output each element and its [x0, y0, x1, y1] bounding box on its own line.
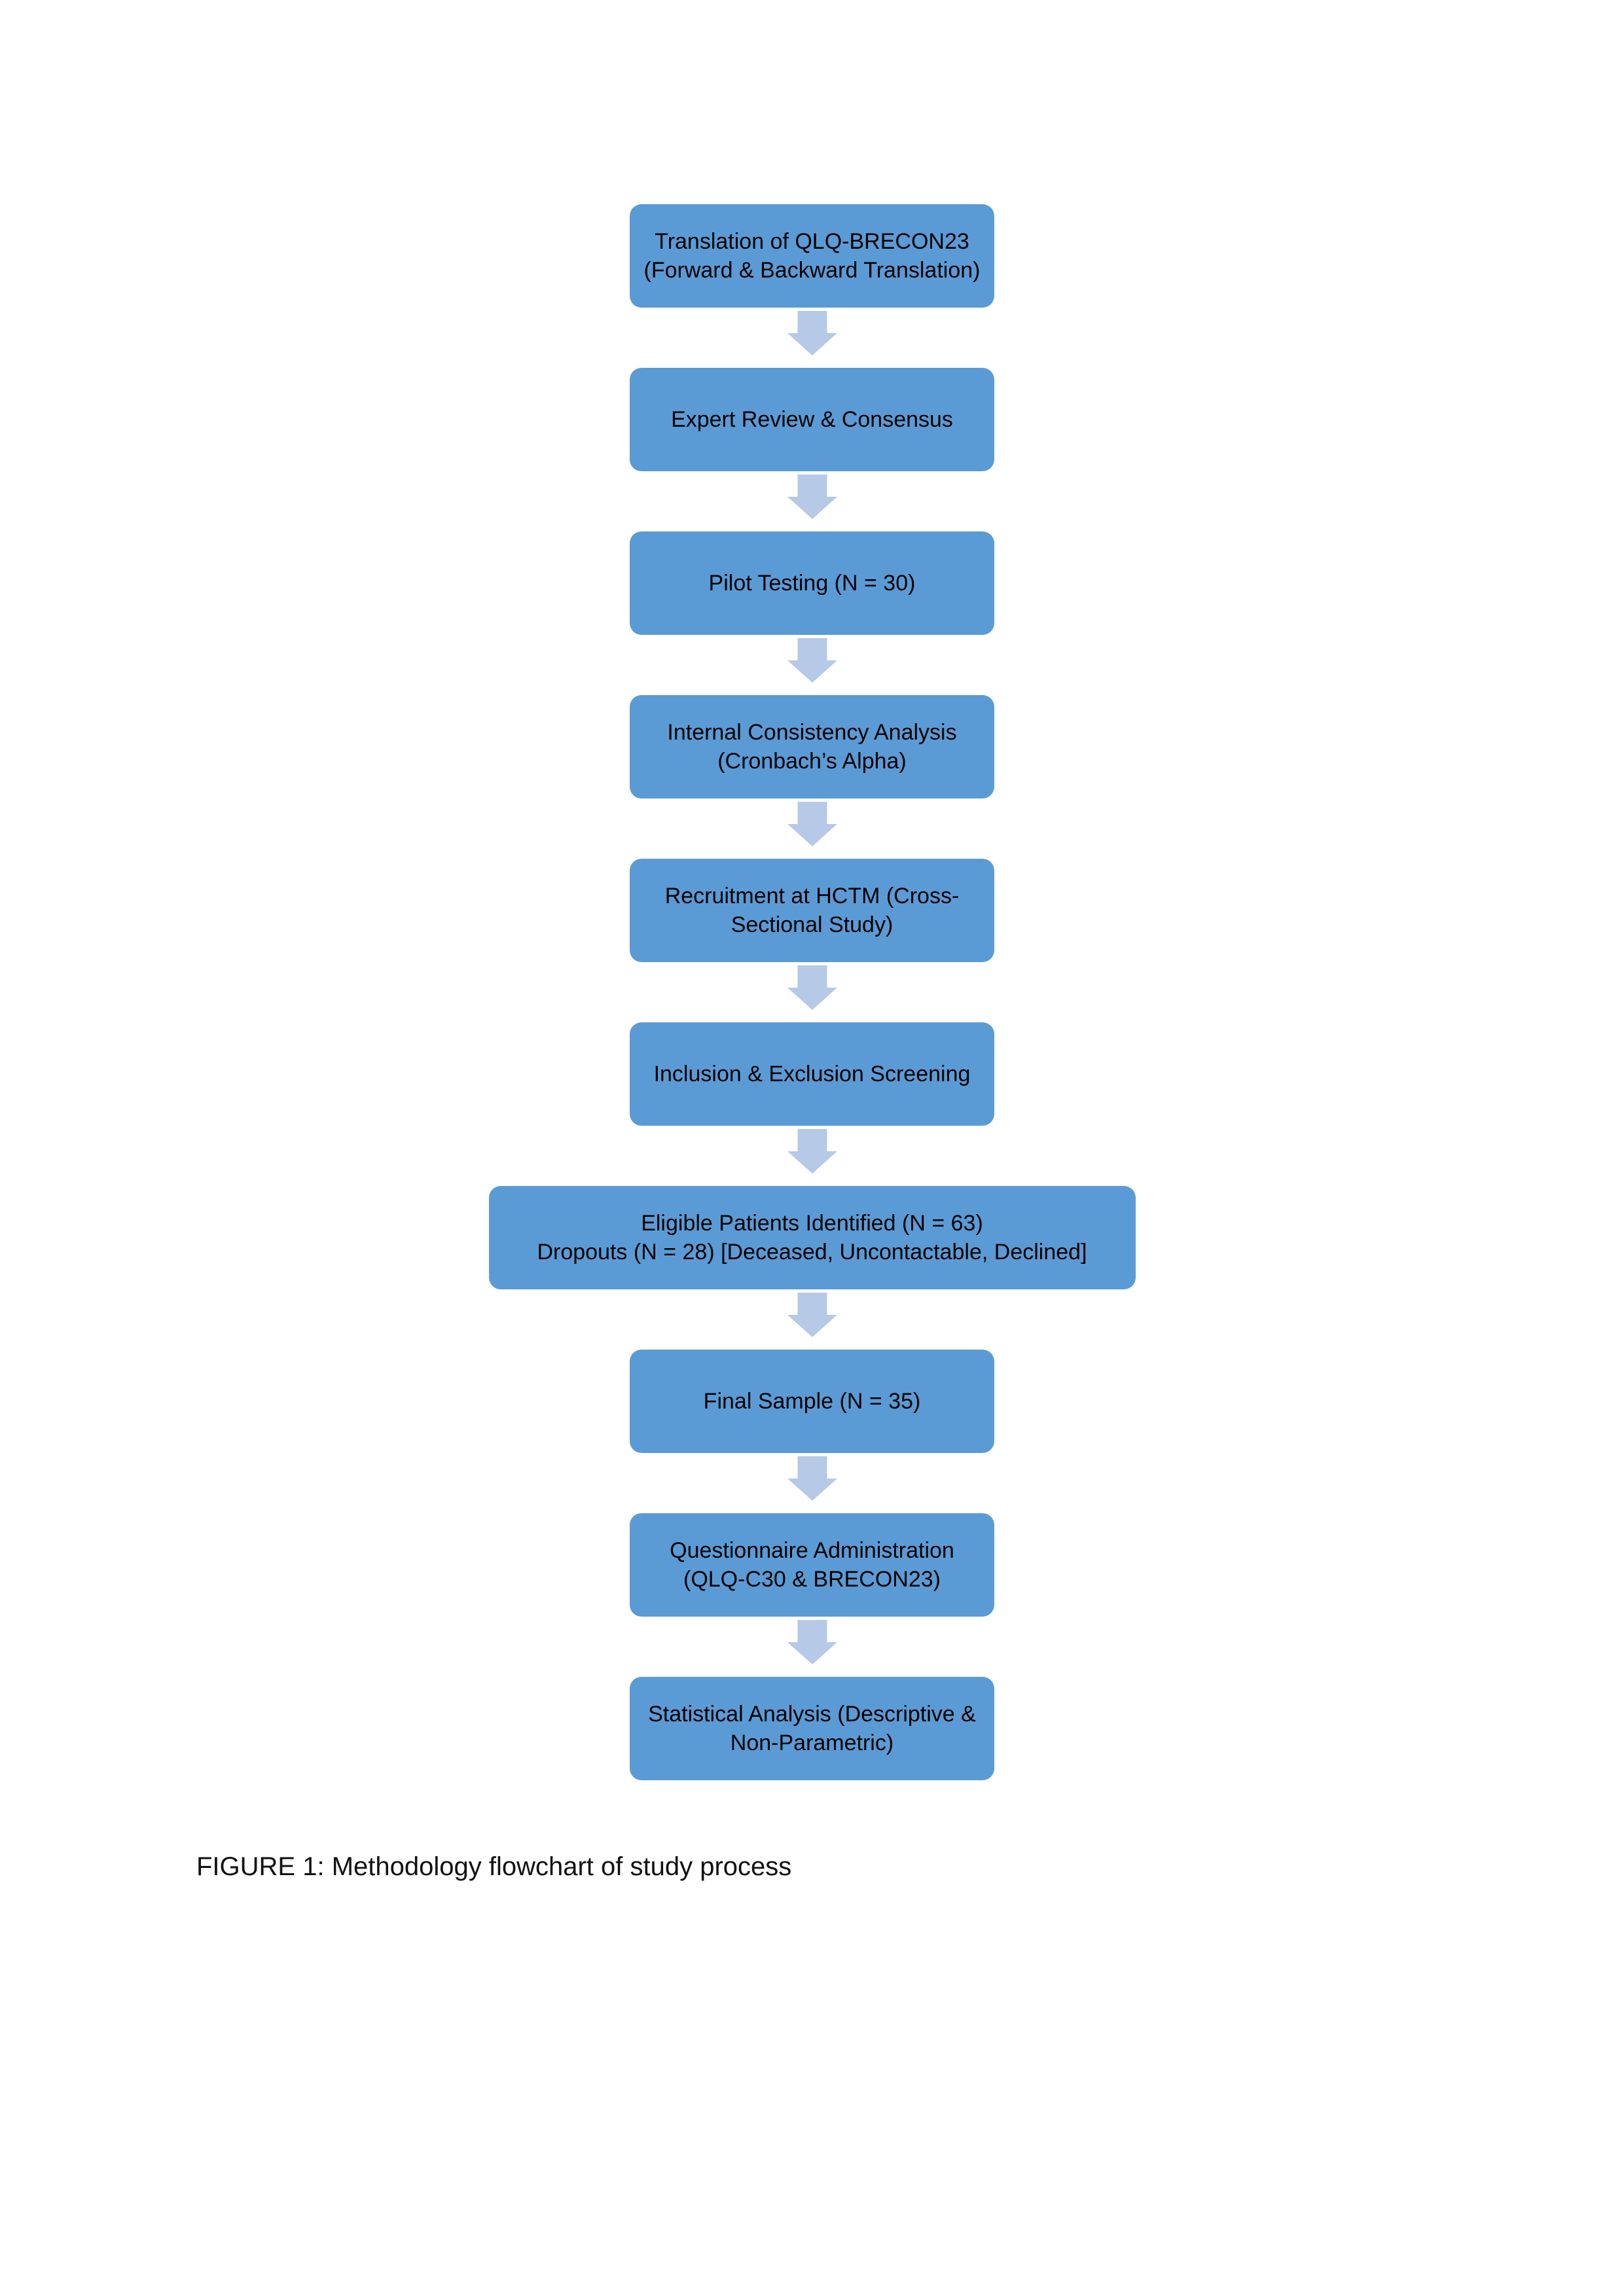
flow-step-label: Eligible Patients Identified (N = 63) Dr… — [537, 1210, 1087, 1265]
flow-step-questionnaire-administration: Questionnaire Administration (QLQ-C30 & … — [630, 1513, 994, 1617]
down-arrow-icon — [787, 1620, 837, 1664]
flow-connector — [787, 308, 837, 368]
down-arrow-icon — [787, 802, 837, 846]
flow-step-statistical-analysis: Statistical Analysis (Descriptive & Non-… — [630, 1677, 994, 1780]
flow-step-internal-consistency: Internal Consistency Analysis (Cronbach’… — [630, 695, 994, 798]
flow-step-label: Translation of QLQ-BRECON23 (Forward & B… — [643, 228, 981, 283]
figure-caption: FIGURE 1: Methodology flowchart of study… — [196, 1852, 792, 1881]
flow-connector — [787, 1453, 837, 1513]
flow-connector — [787, 1126, 837, 1186]
flow-connector — [787, 962, 837, 1022]
flow-step-eligible-patients: Eligible Patients Identified (N = 63) Dr… — [488, 1186, 1136, 1289]
flow-step-label: Final Sample (N = 35) — [703, 1388, 921, 1414]
down-arrow-icon — [787, 475, 837, 519]
flow-step-label: Internal Consistency Analysis (Cronbach’… — [667, 719, 957, 774]
down-arrow-icon — [787, 1456, 837, 1501]
down-arrow-icon — [787, 1293, 837, 1337]
flow-step-label: Questionnaire Administration (QLQ-C30 & … — [670, 1537, 954, 1592]
flow-step-recruitment: Recruitment at HCTM (Cross- Sectional St… — [630, 859, 994, 962]
down-arrow-icon — [787, 1129, 837, 1174]
flow-step-label: Recruitment at HCTM (Cross- Sectional St… — [664, 883, 960, 937]
flow-step-label: Expert Review & Consensus — [671, 406, 953, 432]
flow-step-screening: Inclusion & Exclusion Screening — [630, 1022, 994, 1126]
flow-step-translation: Translation of QLQ-BRECON23 (Forward & B… — [630, 204, 994, 308]
flow-connector — [787, 1289, 837, 1350]
flow-connector — [787, 471, 837, 531]
flow-step-final-sample: Final Sample (N = 35) — [630, 1350, 994, 1453]
flow-connector — [787, 635, 837, 695]
flow-step-label: Pilot Testing (N = 30) — [708, 570, 916, 596]
down-arrow-icon — [787, 965, 837, 1010]
flow-step-expert-review: Expert Review & Consensus — [630, 368, 994, 471]
down-arrow-icon — [787, 638, 837, 683]
flow-step-label: Inclusion & Exclusion Screening — [653, 1061, 971, 1086]
flow-step-pilot-testing: Pilot Testing (N = 30) — [630, 531, 994, 635]
methodology-flowchart: Translation of QLQ-BRECON23 (Forward & B… — [0, 204, 1624, 1780]
flow-connector — [787, 1617, 837, 1677]
flow-connector — [787, 798, 837, 859]
down-arrow-icon — [787, 311, 837, 355]
flow-step-label: Statistical Analysis (Descriptive & Non-… — [648, 1701, 976, 1755]
